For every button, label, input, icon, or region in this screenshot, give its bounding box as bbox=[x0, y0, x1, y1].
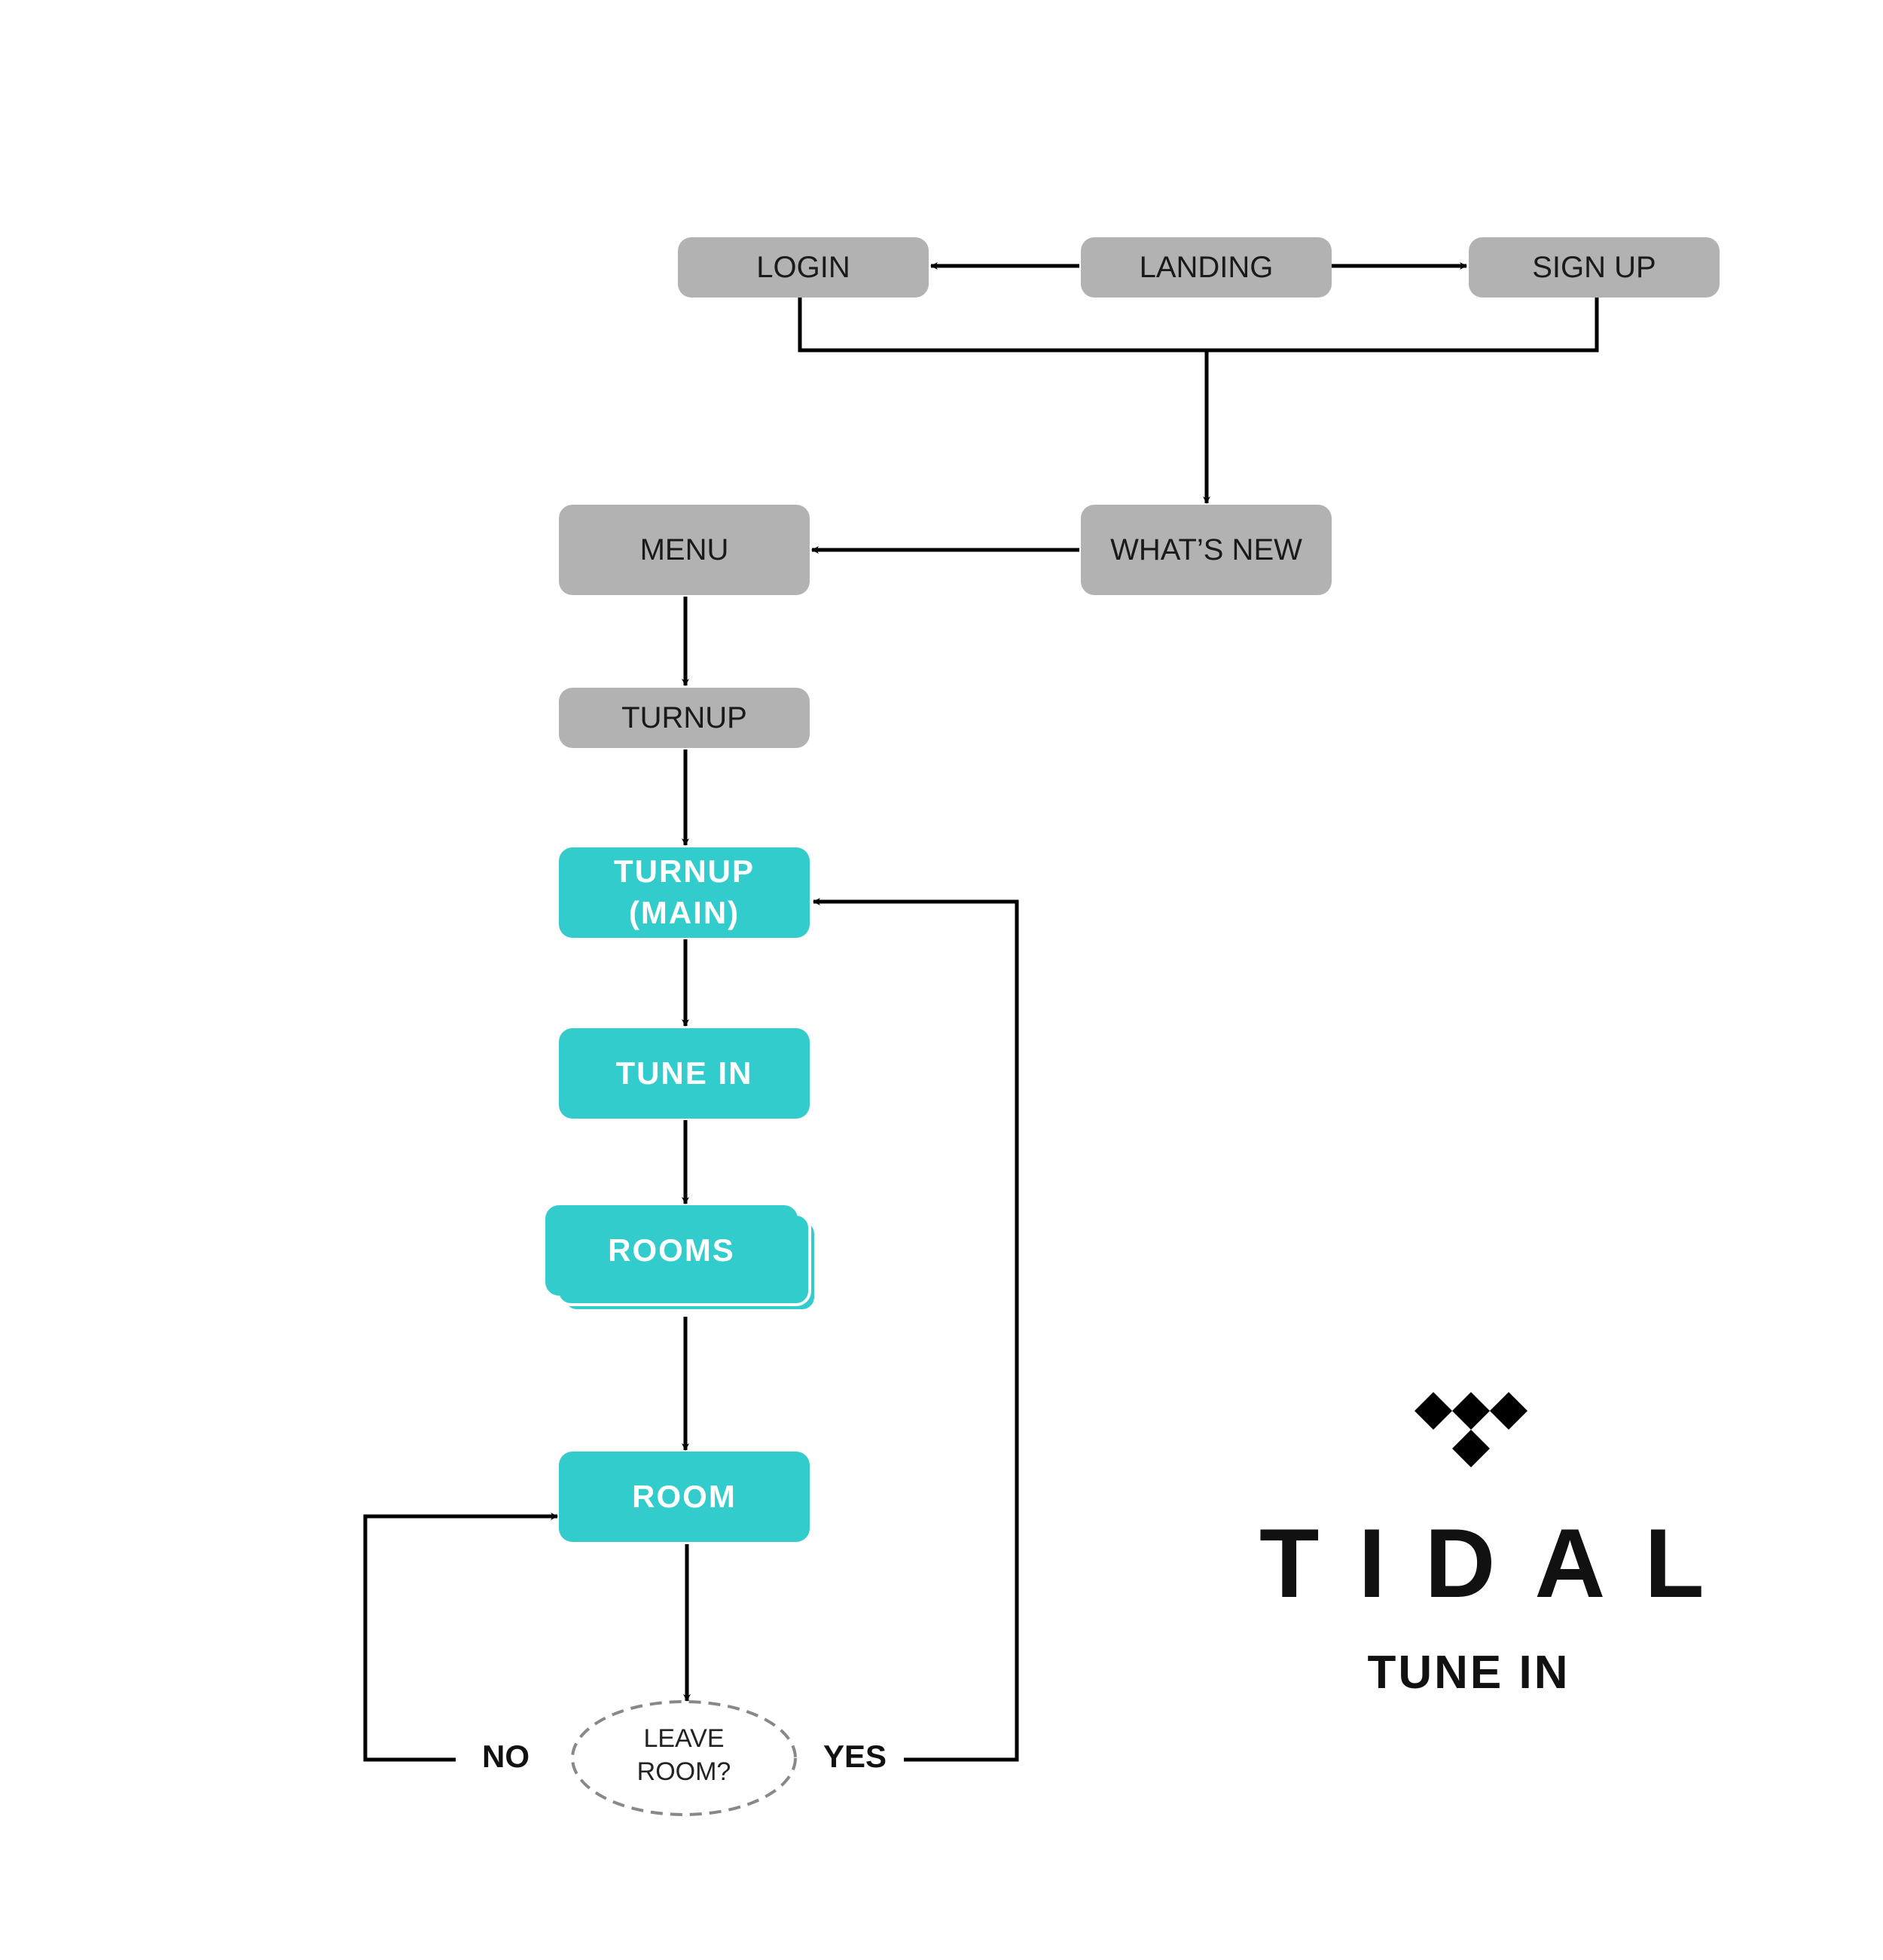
no-label: NO bbox=[482, 1739, 529, 1774]
turnup-label: TURNUP bbox=[621, 701, 747, 734]
turnup-node: TURNUP bbox=[559, 688, 810, 748]
menu-label: MENU bbox=[639, 533, 729, 566]
login-label: LOGIN bbox=[756, 250, 850, 284]
login-node: LOGIN bbox=[678, 237, 929, 298]
landing-label: LANDING bbox=[1139, 250, 1274, 284]
yes-label: YES bbox=[823, 1739, 887, 1774]
turnup-main-label-line1: TURNUP bbox=[614, 853, 755, 890]
tune-in-node: TUNE IN bbox=[559, 1028, 810, 1119]
signup-node: SIGN UP bbox=[1469, 237, 1720, 298]
leave-room-line1: LEAVE bbox=[643, 1724, 725, 1753]
connector-login-signup-merge bbox=[798, 298, 1599, 353]
tune-in-subtitle: TUNE IN bbox=[1367, 1647, 1570, 1699]
rooms-node: ROOMS bbox=[545, 1205, 798, 1296]
arrow-no-loop bbox=[363, 1513, 558, 1762]
menu-node: MENU bbox=[559, 505, 810, 595]
signup-label: SIGN UP bbox=[1532, 250, 1656, 284]
tidal-logo-icon bbox=[1415, 1392, 1527, 1467]
tune-in-label: TUNE IN bbox=[615, 1055, 753, 1091]
whats-new-label: WHAT’S NEW bbox=[1110, 533, 1302, 566]
tidal-wordmark: TIDAL bbox=[1259, 1508, 1744, 1618]
leave-room-decision: LEAVE ROOM? bbox=[609, 1722, 759, 1788]
turnup-main-label-line2: (MAIN) bbox=[628, 895, 740, 930]
arrow-yes-loop bbox=[813, 898, 1019, 1762]
leave-room-line2: ROOM? bbox=[636, 1757, 731, 1787]
whats-new-node: WHAT’S NEW bbox=[1081, 505, 1332, 595]
landing-node: LANDING bbox=[1081, 237, 1332, 298]
room-label: ROOM bbox=[632, 1478, 737, 1514]
decision-ellipse bbox=[571, 1700, 797, 1816]
room-node: ROOM bbox=[559, 1452, 810, 1542]
turnup-main-node: TURNUP (MAIN) bbox=[559, 847, 810, 938]
rooms-label: ROOMS bbox=[608, 1232, 735, 1268]
